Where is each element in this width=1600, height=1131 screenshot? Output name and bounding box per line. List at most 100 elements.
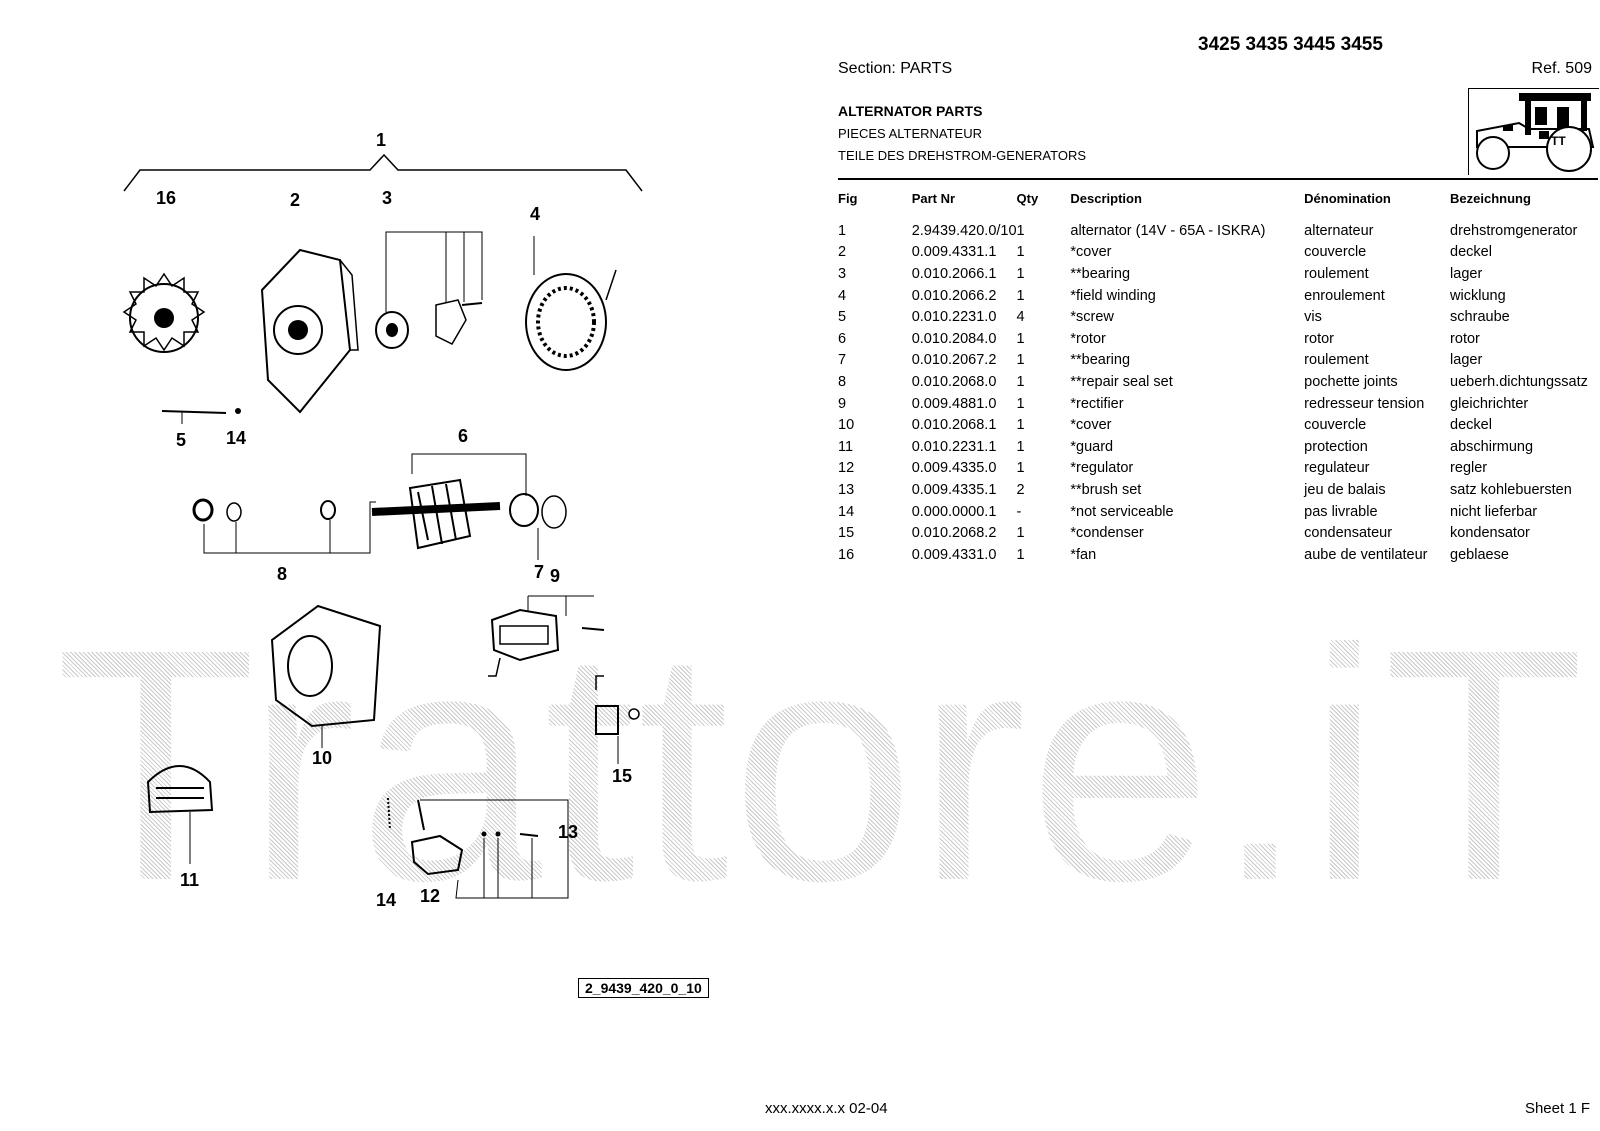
cell-description: *regulator bbox=[1070, 460, 1134, 477]
cell-bezeichnung: kondensator bbox=[1450, 525, 1530, 542]
callout-15: 15 bbox=[612, 766, 633, 786]
callout-14a: 14 bbox=[226, 428, 247, 448]
callout-6: 6 bbox=[458, 426, 469, 446]
cell-description: **repair seal set bbox=[1070, 373, 1173, 390]
cell-qty: 1 bbox=[1016, 287, 1025, 304]
cell-part-nr: 0.010.2067.2 bbox=[911, 352, 997, 369]
cell-bezeichnung: schraube bbox=[1450, 309, 1510, 326]
cell-fig: 16 bbox=[838, 546, 855, 563]
cell-part-nr: 2.9439.420.0/10 bbox=[911, 222, 1017, 239]
cell-denomination: protection bbox=[1304, 438, 1368, 455]
cell-bezeichnung: regler bbox=[1450, 460, 1488, 477]
callout-10: 10 bbox=[312, 748, 333, 768]
cell-qty: 1 bbox=[1016, 395, 1025, 412]
callout-11: 11 bbox=[180, 870, 200, 890]
callout-2: 2 bbox=[290, 190, 301, 210]
cell-fig: 10 bbox=[838, 417, 855, 434]
callout-9: 9 bbox=[550, 566, 561, 586]
parts-table: Fig Part Nr Qty Description Dénomination… bbox=[838, 184, 1600, 566]
cell-part-nr: 0.010.2068.1 bbox=[911, 417, 997, 434]
reference-label: Ref. 509 bbox=[1531, 60, 1592, 77]
cell-bezeichnung: geblaese bbox=[1450, 546, 1509, 563]
cell-part-nr: 0.010.2066.1 bbox=[911, 265, 997, 282]
cell-fig: 14 bbox=[838, 503, 855, 520]
cell-denomination: vis bbox=[1304, 309, 1322, 326]
guard-part-icon bbox=[146, 765, 214, 864]
callout-7: 7 bbox=[534, 562, 545, 582]
cell-part-nr: 0.010.2231.1 bbox=[911, 438, 997, 455]
fan-part-icon bbox=[122, 272, 206, 353]
page-title-en: ALTERNATOR PARTS bbox=[838, 103, 983, 119]
model-numbers: 3425 3435 3445 3455 bbox=[1198, 34, 1383, 55]
regulator-part-icon bbox=[387, 797, 569, 899]
table-header-row: Fig Part Nr Qty Description Dénomination… bbox=[838, 184, 1600, 212]
section-label: Section: PARTS bbox=[838, 60, 953, 77]
cell-part-nr: 0.010.2068.0 bbox=[911, 373, 997, 390]
cell-denomination: condensateur bbox=[1304, 525, 1393, 542]
cell-denomination: roulement bbox=[1304, 352, 1369, 369]
cell-bezeichnung: drehstromgenerator bbox=[1450, 222, 1578, 239]
seal-set-part-icon bbox=[192, 498, 539, 560]
column-header-denomination: Dénomination bbox=[1304, 190, 1391, 206]
cell-description: *rectifier bbox=[1070, 395, 1124, 412]
cell-denomination: redresseur tension bbox=[1304, 395, 1425, 412]
cell-description: **brush set bbox=[1070, 481, 1142, 498]
exploded-diagram bbox=[122, 153, 643, 899]
column-header-description: Description bbox=[1070, 190, 1142, 206]
callout-12: 12 bbox=[420, 886, 441, 906]
watermark: Trattore.iT bbox=[55, 580, 1587, 949]
cell-fig: 8 bbox=[838, 373, 847, 390]
cell-bezeichnung: wicklung bbox=[1450, 287, 1506, 304]
cell-description: alternator (14V - 65A - ISKRA) bbox=[1070, 222, 1266, 239]
cell-bezeichnung: rotor bbox=[1450, 330, 1480, 347]
cell-denomination: alternateur bbox=[1304, 222, 1374, 239]
sheet-number: Sheet 1 F bbox=[1524, 1100, 1590, 1117]
cell-bezeichnung: deckel bbox=[1450, 417, 1492, 434]
cell-bezeichnung: abschirmung bbox=[1450, 438, 1534, 455]
cell-denomination: aube de ventilateur bbox=[1304, 546, 1428, 563]
field-winding-part-icon bbox=[525, 236, 617, 371]
page-title-fr: PIECES ALTERNATEUR bbox=[838, 126, 982, 141]
cell-denomination: roulement bbox=[1304, 265, 1369, 282]
cell-fig: 1 bbox=[838, 222, 847, 239]
callout-3: 3 bbox=[382, 188, 393, 208]
svg-text:TT: TT bbox=[1551, 134, 1566, 148]
cell-denomination: couvercle bbox=[1304, 244, 1367, 261]
cell-description: *fan bbox=[1070, 546, 1097, 563]
callout-13: 13 bbox=[558, 822, 579, 842]
cell-bezeichnung: ueberh.dichtungssatz bbox=[1450, 373, 1588, 390]
cell-part-nr: 0.009.4331.0 bbox=[911, 546, 997, 563]
cell-part-nr: 0.000.0000.1 bbox=[911, 503, 997, 520]
cell-denomination: pas livrable bbox=[1304, 503, 1378, 520]
column-header-bezeichnung: Bezeichnung bbox=[1450, 190, 1531, 206]
column-header-qty: Qty bbox=[1016, 190, 1039, 206]
cell-qty: 1 bbox=[1016, 438, 1025, 455]
cell-part-nr: 0.009.4331.1 bbox=[911, 244, 997, 261]
cell-bezeichnung: nicht lieferbar bbox=[1450, 503, 1538, 520]
cell-fig: 5 bbox=[838, 309, 847, 326]
cell-part-nr: 0.009.4335.0 bbox=[911, 460, 997, 477]
cell-description: *condenser bbox=[1070, 525, 1144, 542]
cell-description: *screw bbox=[1070, 309, 1114, 326]
tractor-icon: TT bbox=[1476, 93, 1595, 172]
tractor-thumbnail: TT bbox=[1468, 88, 1599, 175]
cell-qty: 1 bbox=[1016, 222, 1025, 239]
cell-bezeichnung: lager bbox=[1450, 265, 1483, 282]
cell-fig: 6 bbox=[838, 330, 847, 347]
cell-description: **bearing bbox=[1070, 352, 1131, 369]
rectifier-part-icon bbox=[488, 595, 605, 677]
cell-qty: 1 bbox=[1016, 417, 1025, 434]
